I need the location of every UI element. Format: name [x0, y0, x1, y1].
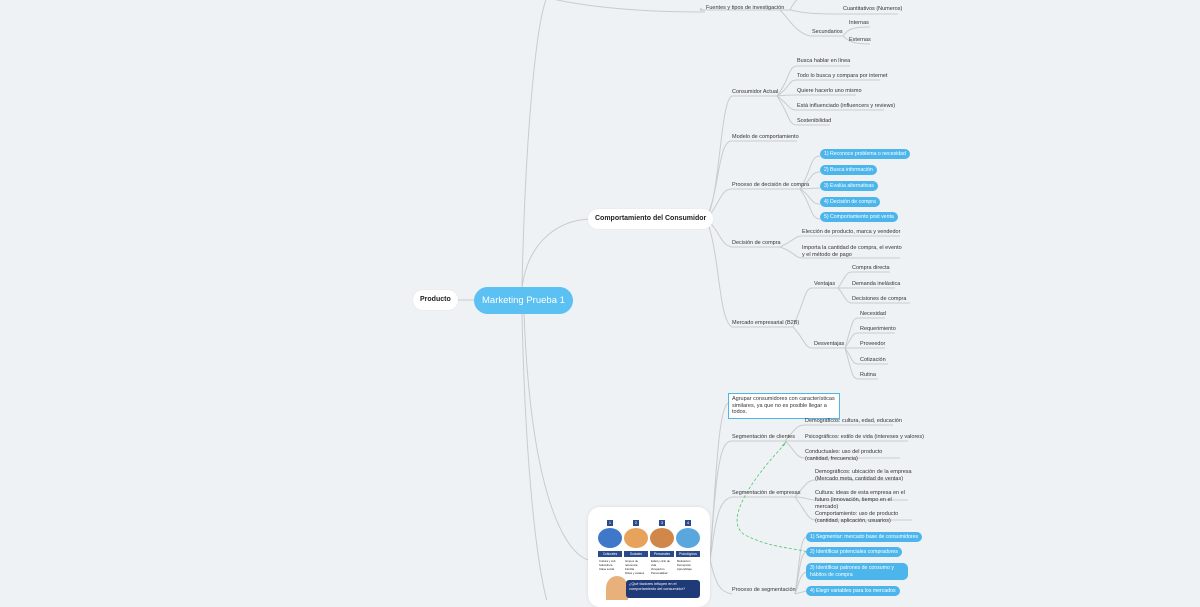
- node-proceso-decision[interactable]: Proceso de decisión de compra: [732, 182, 810, 188]
- node-segmentacion-clientes[interactable]: Segmentación de clientes: [732, 434, 795, 440]
- node-empresas-item[interactable]: Cultura: ideas de esta empresa en el fut…: [815, 490, 905, 510]
- node-decision-compra[interactable]: Decisión de compra: [732, 240, 781, 246]
- node-desventaja-item[interactable]: Requerimiento: [860, 326, 896, 332]
- column-number: 4: [685, 520, 691, 526]
- node-desventaja-item[interactable]: Necesidad: [860, 311, 886, 317]
- node-consumidor-item[interactable]: Todo lo busca y compara por internet: [797, 73, 888, 79]
- node-mercado-empresarial[interactable]: Mercado empresarial (B2B): [732, 320, 800, 326]
- globe-icon: [598, 528, 622, 548]
- node-consumidor-item[interactable]: Quiere hacerlo uno mismo: [797, 88, 862, 94]
- node-ventaja-item[interactable]: Demanda inelástica: [852, 281, 901, 287]
- root-node[interactable]: Marketing Prueba 1: [474, 287, 573, 314]
- column-label: Culturales: [598, 551, 622, 557]
- node-clientes-item[interactable]: Psicográficos: estilo de vida (intereses…: [805, 434, 924, 440]
- column-label: Personales: [650, 551, 674, 557]
- node-desventaja-item[interactable]: Cotización: [860, 357, 886, 363]
- infographic-question: ¿Qué factores influyen en el comportamie…: [626, 580, 700, 598]
- node-desventaja-item[interactable]: Rutina: [860, 372, 876, 378]
- woman-illustration: [606, 576, 628, 600]
- node-clientes-item[interactable]: Conductuales: uso del producto (cantidad…: [805, 449, 883, 462]
- node-proceso-segmentacion[interactable]: Proceso de segmentación: [732, 587, 796, 593]
- node-decision-item[interactable]: Importa la cantidad de compra, el evento…: [802, 245, 902, 258]
- topic-producto[interactable]: Producto: [413, 290, 458, 310]
- node-ventaja-item[interactable]: Decisiones de compra: [852, 296, 907, 302]
- node-fuentes-investigacion[interactable]: Fuentes y tipos de investigación: [706, 5, 785, 11]
- node-empresas-item[interactable]: Comportamiento: uso de producto (cantida…: [815, 511, 899, 524]
- node-consumidor-actual[interactable]: Consumidor Actual: [732, 89, 779, 95]
- chip-proceso-step[interactable]: 5) Comportamiento post venta: [820, 212, 898, 222]
- chip-segmentacion-step[interactable]: 2) Identificar potenciales compradores: [806, 547, 902, 557]
- node-internas[interactable]: Internas: [849, 20, 869, 26]
- node-decision-item[interactable]: Elección de producto, marca y vendedor: [802, 229, 901, 235]
- person-icon: [650, 528, 674, 548]
- chip-segmentacion-step[interactable]: 1) Segmentar: mercado base de consumidor…: [806, 532, 923, 542]
- brain-icon: [676, 528, 700, 548]
- chip-proceso-step[interactable]: 2) Busca información: [820, 165, 877, 175]
- node-clientes-item[interactable]: Demográficos: cultura, edad, educación: [805, 418, 902, 424]
- chip-proceso-step[interactable]: 4) Decisión de compra: [820, 197, 880, 207]
- column-label: Sociales: [624, 551, 648, 557]
- node-consumidor-item[interactable]: Sostenibilidad: [797, 118, 832, 124]
- node-cuantitativos[interactable]: Cuantitativos (Numeros): [843, 6, 903, 12]
- node-consumidor-item[interactable]: Busca hablar en línea: [797, 58, 851, 64]
- node-externas[interactable]: Externas: [849, 37, 871, 43]
- node-empresas-item[interactable]: Demográficos: ubicación de la empresa (M…: [815, 469, 912, 482]
- people-icon: [624, 528, 648, 548]
- column-label: Psicológicos: [676, 551, 700, 557]
- node-segmentacion-intro[interactable]: Agrupar consumidores con características…: [728, 393, 840, 419]
- node-desventaja-item[interactable]: Proveedor: [860, 341, 886, 347]
- chip-segmentacion-step[interactable]: 4) Elegir variables para los mercados: [806, 586, 900, 596]
- node-segmentacion-empresas[interactable]: Segmentación de empresas: [732, 490, 801, 496]
- column-number: 2: [633, 520, 639, 526]
- node-secundarios[interactable]: Secundarios: [812, 29, 843, 35]
- chip-segmentacion-step[interactable]: 3) Identificar patrones de consumo y háb…: [806, 563, 908, 580]
- column-number: 3: [659, 520, 665, 526]
- chip-proceso-step[interactable]: 3) Evalúa alternativas: [820, 181, 878, 191]
- node-ventajas[interactable]: Ventajas: [814, 281, 836, 287]
- chip-proceso-step[interactable]: 1) Reconoce problema o necesidad: [820, 149, 910, 159]
- node-ventaja-item[interactable]: Compra directa: [852, 265, 890, 271]
- node-desventajas[interactable]: Desventajas: [814, 341, 845, 347]
- node-modelo-comportamiento[interactable]: Modelo de comportamiento: [732, 134, 799, 140]
- column-number: 1: [607, 520, 613, 526]
- topic-comportamiento-consumidor[interactable]: Comportamiento del Consumidor: [588, 209, 714, 229]
- node-consumidor-item[interactable]: Está influenciado (influencers y reviews…: [797, 103, 896, 109]
